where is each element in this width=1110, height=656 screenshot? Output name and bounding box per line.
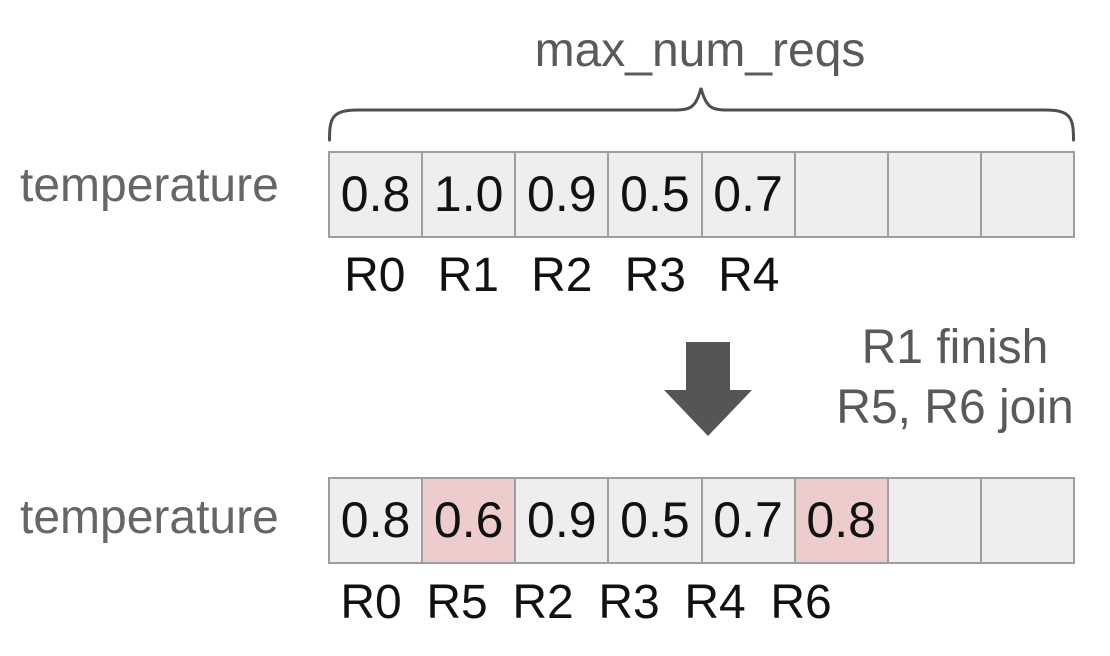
max-num-reqs-label: max_num_reqs <box>534 24 866 77</box>
transition-note: R1 finish R5, R6 join <box>836 318 1073 438</box>
temperature-array-after: 0.8 0.6 0.9 0.5 0.7 0.8 <box>328 477 1075 564</box>
array-cell: 0.9 <box>516 153 610 236</box>
request-id-label: R2 <box>512 576 574 629</box>
request-id-label: R0 <box>344 249 406 302</box>
array-cell <box>795 153 889 236</box>
array-cell: 0.9 <box>516 479 610 562</box>
request-id-labels-before: R0 R1 R2 R3 R4 <box>328 252 796 300</box>
array-cell: 0.7 <box>702 153 796 236</box>
array-cell: 0.8 <box>330 153 424 236</box>
request-id-label: R4 <box>684 576 746 629</box>
request-id-label: R4 <box>718 249 780 302</box>
array-cell: 0.8 <box>795 479 889 562</box>
down-arrow-icon <box>664 342 752 436</box>
temperature-label-before: temperature <box>20 159 279 212</box>
array-cell: 0.5 <box>609 479 703 562</box>
request-id-label: R6 <box>770 576 832 629</box>
request-id-label: R0 <box>340 576 402 629</box>
curly-brace-icon <box>328 87 1075 142</box>
array-cell: 0.6 <box>423 479 517 562</box>
array-cell: 1.0 <box>423 153 517 236</box>
array-cell <box>981 153 1073 236</box>
array-cell <box>888 479 982 562</box>
array-cell <box>888 153 982 236</box>
array-cell: 0.7 <box>702 479 796 562</box>
temperature-label-after: temperature <box>20 491 279 544</box>
request-id-label: R5 <box>426 576 488 629</box>
request-id-label: R3 <box>598 576 660 629</box>
request-id-label: R3 <box>624 249 686 302</box>
array-cell <box>981 479 1073 562</box>
transition-note-line: R1 finish <box>861 321 1049 374</box>
request-id-labels-after: R0 R5 R2 R3 R4 R6 <box>328 579 844 627</box>
transition-note-line: R5, R6 join <box>836 381 1074 434</box>
request-id-label: R1 <box>437 249 499 302</box>
request-id-label: R2 <box>531 249 593 302</box>
array-cell: 0.5 <box>609 153 703 236</box>
temperature-array-before: 0.8 1.0 0.9 0.5 0.7 <box>328 151 1075 238</box>
array-cell: 0.8 <box>330 479 424 562</box>
